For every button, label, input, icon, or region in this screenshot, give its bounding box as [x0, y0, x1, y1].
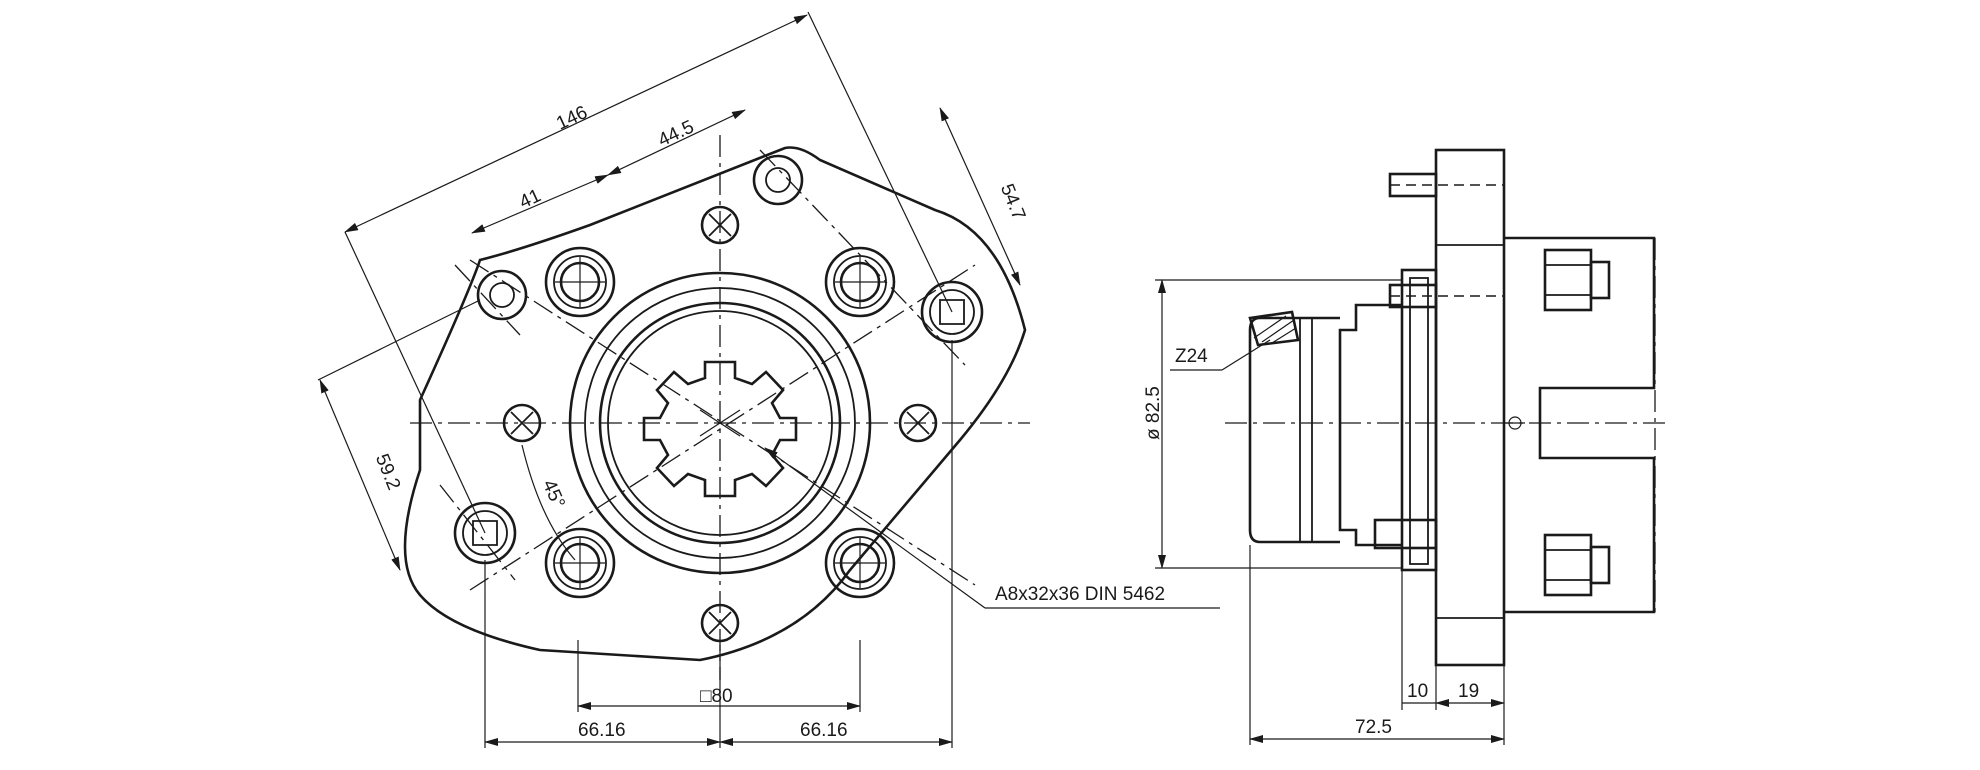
hole-bottom: [700, 603, 740, 643]
side-hub: [1338, 303, 1402, 547]
bolt-nut-top-right: [824, 246, 896, 318]
hole-right: [898, 403, 938, 443]
spline-teeth: [1248, 310, 1300, 347]
hole-left: [502, 403, 542, 443]
dim-19: 19: [1458, 681, 1479, 702]
dim-10: 10: [1407, 681, 1428, 702]
label-spline: A8x32x36 DIN 5462: [995, 584, 1165, 605]
side-nut-bottom: [1543, 533, 1611, 597]
dim-square-80: □80: [700, 686, 733, 707]
centerline-diag-b: [469, 264, 976, 591]
side-nut-top: [1543, 248, 1611, 312]
dim-59-2: 59.2: [371, 451, 404, 493]
dim-54-7: 54.7: [996, 181, 1029, 223]
spline-bore: [642, 360, 798, 498]
dim-146: 146: [553, 102, 591, 134]
bolt-nut-bottom-left: [544, 527, 616, 599]
flange-outline: [403, 146, 1027, 662]
centerline-diag-a: [469, 259, 976, 586]
dim-72-5: 72.5: [1355, 717, 1392, 738]
counterbore-top: [752, 154, 804, 206]
dim-41: 41: [516, 185, 544, 213]
bolt-nut-bottom-right: [824, 527, 896, 599]
dim-66-16-right: 66.16: [800, 720, 848, 741]
dim-66-16-left: 66.16: [578, 720, 626, 741]
front-view: 146 41 44.5 54.7 59.2 45° □80 66.16 66.1…: [317, 11, 1220, 748]
counterbore-top-left: [476, 269, 528, 321]
side-view: Z24 ø 82.5 10 19 72.5: [1143, 148, 1670, 745]
boss-ring-outer: [568, 271, 872, 575]
side-flange: [1434, 148, 1506, 667]
dim-44-5: 44.5: [655, 117, 697, 152]
bolt-nut-top-left: [544, 246, 616, 318]
side-shaft: [1248, 316, 1340, 544]
dim-diameter-82-5: ø 82.5: [1143, 386, 1164, 440]
label-teeth: Z24: [1175, 346, 1208, 367]
